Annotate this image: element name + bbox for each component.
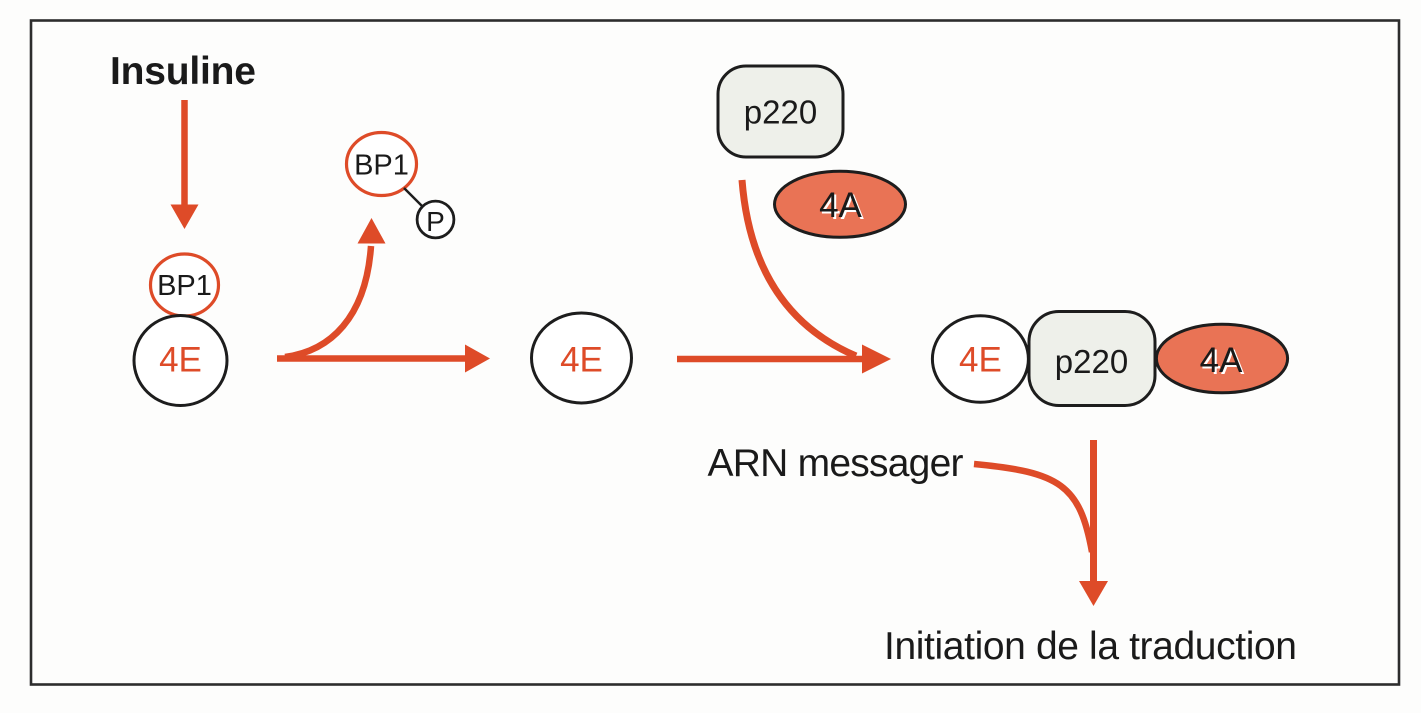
- svg-text:4A: 4A: [1202, 343, 1245, 382]
- svg-text:BP1: BP1: [157, 270, 212, 302]
- svg-text:P: P: [426, 206, 445, 237]
- svg-text:4A: 4A: [821, 188, 864, 227]
- svg-text:BP1: BP1: [354, 150, 409, 182]
- svg-text:4A: 4A: [819, 186, 862, 225]
- svg-text:ARN messager: ARN messager: [708, 442, 964, 485]
- svg-text:4E: 4E: [959, 341, 1002, 380]
- svg-text:4E: 4E: [159, 341, 202, 380]
- svg-text:Insuline: Insuline: [110, 50, 256, 93]
- svg-text:4A: 4A: [1200, 341, 1243, 380]
- svg-text:p220: p220: [744, 94, 817, 131]
- svg-text:p220: p220: [1055, 343, 1128, 380]
- svg-text:4E: 4E: [560, 341, 603, 380]
- svg-text:Initiation de la traduction: Initiation de la traduction: [884, 625, 1297, 668]
